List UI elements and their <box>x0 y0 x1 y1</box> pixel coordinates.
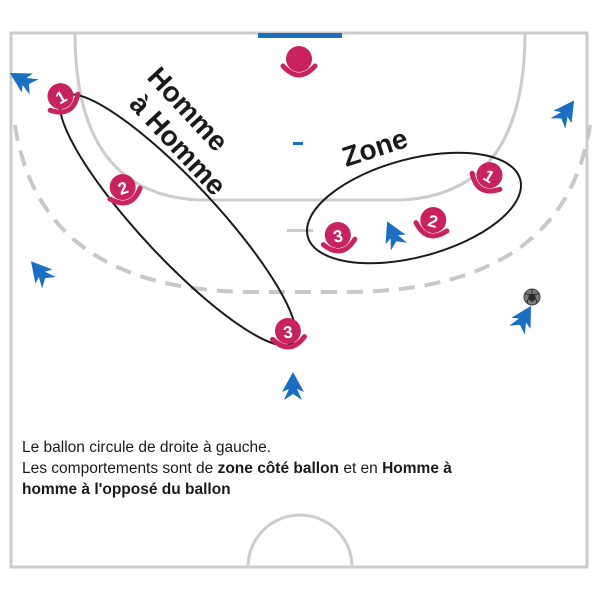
attacker-arrow-icon <box>377 216 409 252</box>
defender-man-1: 1 <box>40 77 82 118</box>
attacker-arrow-icon <box>548 94 584 130</box>
caption-emphasis-opposite: homme à l'opposé du ballon <box>22 481 231 498</box>
center-circle <box>246 513 354 568</box>
goalkeeper-mark <box>287 229 313 232</box>
defender-figure-icon <box>283 46 315 75</box>
attacker-arrow-icon <box>22 254 58 290</box>
defender-zone-3: 3 <box>320 219 357 253</box>
defender-number: 3 <box>332 226 345 246</box>
defender-man-2: 2 <box>103 169 143 207</box>
attacker-arrow-icon <box>282 372 304 400</box>
defender-zone-1: 1 <box>468 156 510 197</box>
attacker-pivot <box>377 216 409 252</box>
zone-group-outline <box>305 151 523 265</box>
attacker-right-wing <box>548 94 584 130</box>
caption-line-2: Les comportements sont de zone côté ball… <box>22 458 587 479</box>
defender-number: 3 <box>282 323 293 343</box>
handball-icon <box>523 288 541 306</box>
zone-label: Zone <box>338 123 411 173</box>
caption-line-2-text-a: Les comportements sont de <box>22 460 218 477</box>
attacker-center-back <box>282 372 304 400</box>
goal <box>258 33 342 38</box>
attacker-arrow-icon <box>507 300 541 336</box>
caption-emphasis-zone: zone côté ballon <box>217 460 340 477</box>
caption-line-3: homme à l'opposé du ballon <box>22 479 587 500</box>
goalkeeper <box>283 46 315 75</box>
seven-meter-mark <box>293 142 303 145</box>
defender-man-3: 3 <box>271 317 305 349</box>
free-throw-line <box>13 124 592 294</box>
caption: Le ballon circule de droite à gauche. Le… <box>22 437 587 500</box>
attacker-right-back <box>507 300 541 336</box>
caption-line-2-text-c: et en <box>339 460 383 477</box>
caption-line-1: Le ballon circule de droite à gauche. <box>22 439 272 456</box>
goal-area-line <box>73 32 527 202</box>
caption-emphasis-man: Homme à <box>382 460 452 477</box>
attacker-left-back <box>22 254 58 290</box>
defender-zone-2: 2 <box>414 203 452 239</box>
